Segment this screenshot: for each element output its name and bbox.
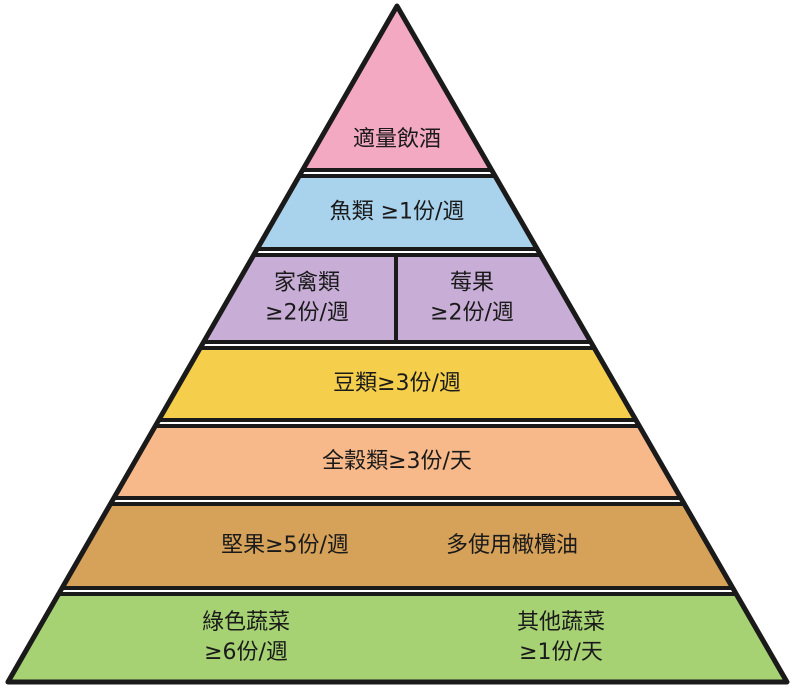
tier-label-poultry-berries: 家禽類 xyxy=(274,271,340,296)
tier-label-vegetables: 綠色蔬菜 xyxy=(202,610,290,635)
tier-label-vegetables: ≥1份/天 xyxy=(519,640,603,665)
tier-label-beans: 豆類≥3份/週 xyxy=(333,371,461,396)
tier-label-nuts-olive-oil: 多使用橄欖油 xyxy=(446,533,578,558)
tier-label-fish: 魚類 ≥1份/週 xyxy=(330,200,465,225)
tier-label-poultry-berries: ≥2份/週 xyxy=(265,301,349,326)
tier-nuts-olive-oil xyxy=(59,502,735,590)
tier-vegetables xyxy=(5,592,789,684)
tier-label-vegetables: 其他蔬菜 xyxy=(517,610,605,635)
tier-label-whole-grains: 全穀類≥3份/天 xyxy=(322,449,472,474)
tier-label-alcohol: 適量飲酒 xyxy=(353,127,441,152)
tier-label-vegetables: ≥6份/週 xyxy=(204,640,288,665)
tier-label-poultry-berries: 莓果 xyxy=(450,271,494,296)
tier-label-nuts-olive-oil: 堅果≥5份/週 xyxy=(221,533,349,558)
pyramid-outline xyxy=(5,3,790,685)
tier-label-poultry-berries: ≥2份/週 xyxy=(430,301,514,326)
